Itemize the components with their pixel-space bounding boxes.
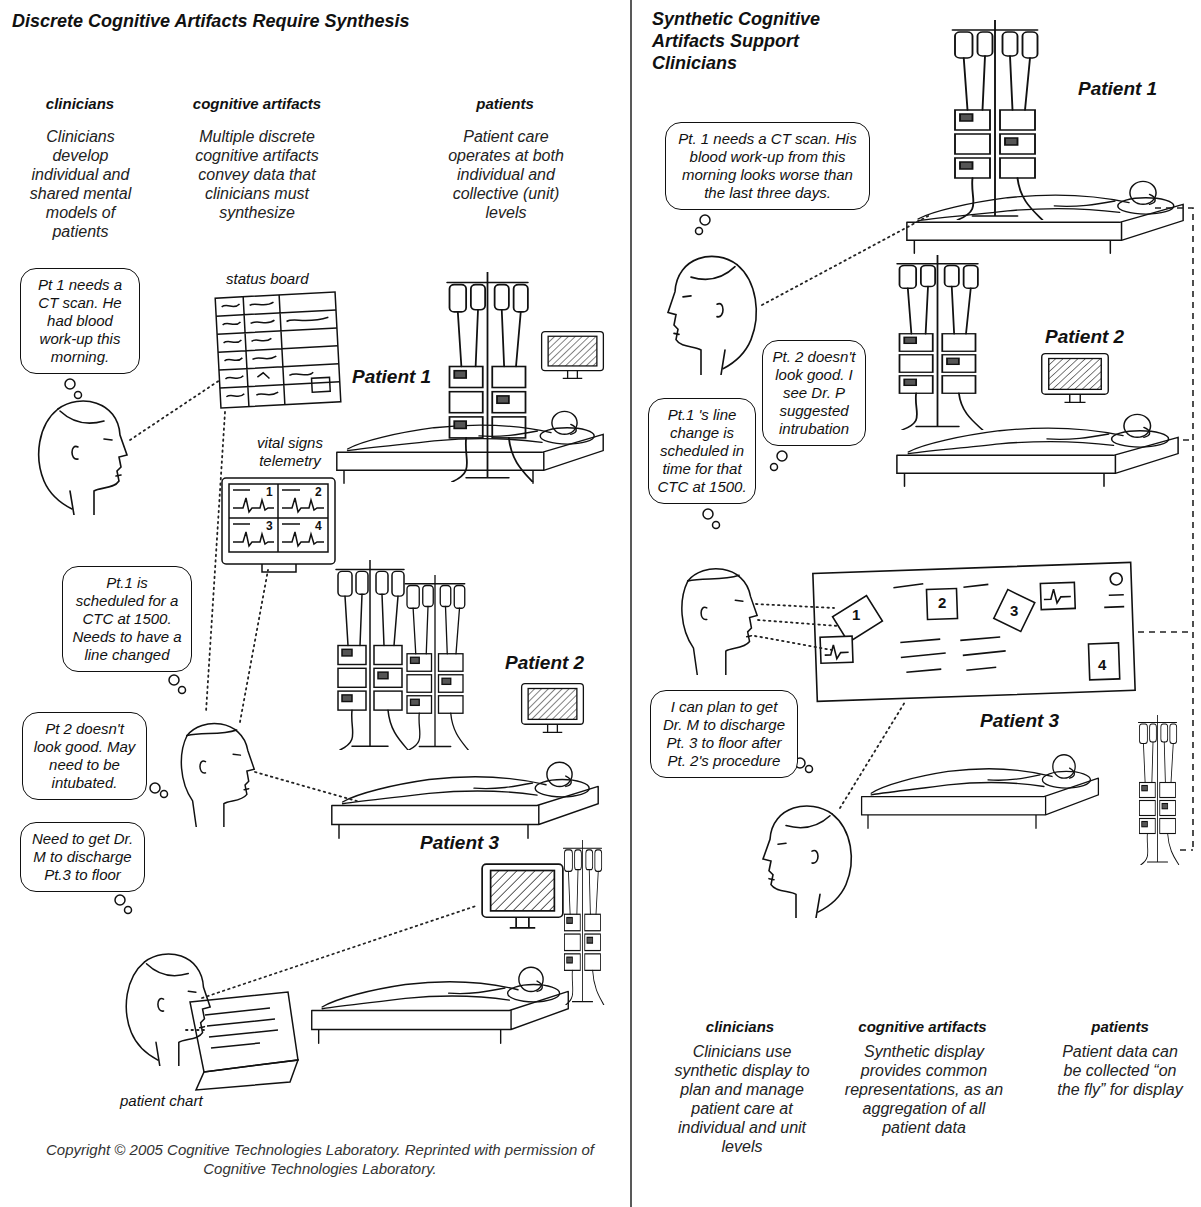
bubble-text: Need to get Dr. M to discharge Pt.3 to f… bbox=[29, 830, 136, 884]
thought-bubble: I can plan to get Dr. M to discharge Pt.… bbox=[650, 690, 798, 778]
patient-label: Patient 3 bbox=[420, 832, 499, 854]
column-heading: clinicians bbox=[680, 1018, 800, 1036]
column-description: Clinicians use synthetic display to plan… bbox=[672, 1042, 812, 1156]
thought-dot bbox=[713, 522, 720, 529]
thought-dot bbox=[115, 895, 125, 905]
thought-dot bbox=[169, 675, 179, 685]
thought-tails bbox=[65, 215, 813, 914]
column-description: Synthetic display provides common repres… bbox=[838, 1042, 1010, 1137]
column-description: Patient care operates at both individual… bbox=[440, 127, 572, 222]
panel-heading: Synthetic Cognitive Artifacts Support Cl… bbox=[652, 8, 852, 74]
bubble-text: Pt 1 needs a CT scan. He had blood work-… bbox=[29, 276, 131, 366]
telemetry-monitor bbox=[222, 478, 335, 572]
panel-divider bbox=[630, 0, 632, 1207]
thought-dot bbox=[150, 783, 160, 793]
artifact-label: patient chart bbox=[120, 1092, 230, 1110]
card-number: 2 bbox=[938, 595, 946, 611]
thought-dot bbox=[806, 766, 813, 773]
patient-label: Patient 1 bbox=[352, 366, 431, 388]
bubble-text: Pt 2 doesn't look good. May need to be i… bbox=[31, 720, 138, 792]
column-heading: cognitive artifacts bbox=[172, 95, 342, 113]
column-description: Patient data can be collected “on the fl… bbox=[1056, 1042, 1184, 1099]
channel-number: 2 bbox=[315, 486, 322, 499]
thought-dot bbox=[161, 791, 168, 798]
artifact-label: status board bbox=[226, 270, 346, 288]
thought-dot bbox=[75, 392, 82, 399]
column-heading: patients bbox=[1055, 1018, 1185, 1036]
status-board bbox=[215, 292, 341, 408]
thought-dot bbox=[179, 687, 186, 694]
thought-bubble: Pt 1 needs a CT scan. He had blood work-… bbox=[20, 268, 140, 374]
copyright-caption: Copyright © 2005 Cognitive Technologies … bbox=[20, 1140, 620, 1178]
thought-bubble: Pt. 1 needs a CT scan. His blood work-up… bbox=[665, 122, 870, 210]
thought-dot bbox=[771, 464, 778, 471]
synthetic-display-board bbox=[813, 562, 1135, 701]
card-number: 3 bbox=[1010, 603, 1018, 619]
thought-bubble: Pt.1 's line change is scheduled in time… bbox=[648, 398, 756, 504]
channel-number: 3 bbox=[266, 520, 273, 533]
card-number: 4 bbox=[1098, 657, 1106, 673]
thought-dot bbox=[696, 228, 703, 235]
diagram-title: Discrete Cognitive Artifacts Require Syn… bbox=[12, 10, 409, 32]
column-heading: clinicians bbox=[20, 95, 140, 113]
column-description: Clinicians develop individual and shared… bbox=[18, 127, 143, 241]
thought-bubble: Pt.1 is scheduled for a CTC at 1500. Nee… bbox=[62, 566, 192, 672]
thought-bubble: Pt 2 doesn't look good. May need to be i… bbox=[22, 712, 147, 800]
bubble-text: Pt. 1 needs a CT scan. His blood work-up… bbox=[674, 130, 861, 202]
patient-label: Patient 1 bbox=[1078, 78, 1157, 100]
bubble-text: Pt.1 is scheduled for a CTC at 1500. Nee… bbox=[71, 574, 183, 664]
thought-bubble: Need to get Dr. M to discharge Pt.3 to f… bbox=[20, 822, 145, 892]
people bbox=[39, 256, 852, 1066]
card-number: 1 bbox=[852, 607, 860, 623]
channel-number: 1 bbox=[266, 486, 273, 499]
patient-label: Patient 3 bbox=[980, 710, 1059, 732]
attention-lines bbox=[130, 215, 930, 1030]
thought-bubble: Pt. 2 doesn't look good. I see Dr. P sug… bbox=[762, 340, 866, 446]
column-heading: patients bbox=[440, 95, 570, 113]
artifact-label: vital signs telemetry bbox=[238, 434, 342, 470]
bubble-text: I can plan to get Dr. M to discharge Pt.… bbox=[659, 698, 789, 770]
channel-number: 4 bbox=[315, 520, 322, 533]
monitors bbox=[482, 332, 1108, 928]
thought-dot bbox=[65, 379, 75, 389]
thought-dot bbox=[700, 215, 710, 225]
bubble-text: Pt. 2 doesn't look good. I see Dr. P sug… bbox=[771, 348, 857, 438]
patient-label: Patient 2 bbox=[505, 652, 584, 674]
unit-bracket bbox=[1138, 208, 1193, 850]
patient-beds bbox=[312, 181, 1183, 1043]
patient-label: Patient 2 bbox=[1045, 326, 1124, 348]
column-description: Multiple discrete cognitive artifacts co… bbox=[172, 127, 342, 222]
column-heading: cognitive artifacts bbox=[835, 1018, 1010, 1036]
iv-pumps bbox=[336, 20, 1179, 1005]
thought-dot bbox=[777, 451, 787, 461]
thought-dot bbox=[125, 907, 132, 914]
bubble-text: Pt.1 's line change is scheduled in time… bbox=[657, 406, 747, 496]
thought-dot bbox=[703, 509, 713, 519]
patient-chart-laptop bbox=[190, 992, 298, 1090]
